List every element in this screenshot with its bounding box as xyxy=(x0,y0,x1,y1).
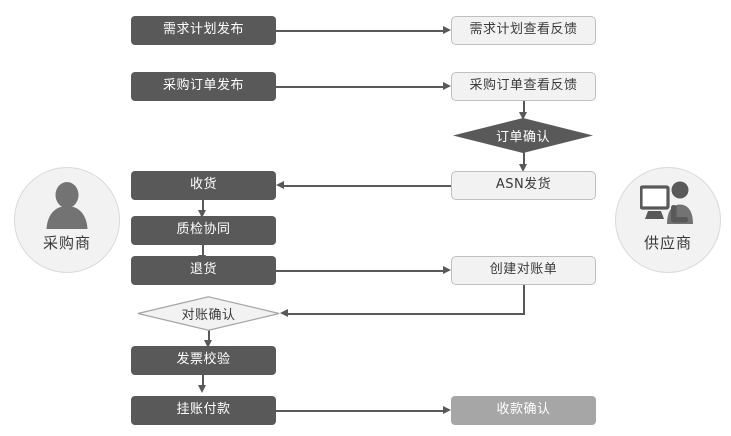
node-quality-inspection[interactable]: 质检协同 xyxy=(131,216,276,245)
node-payment-confirm[interactable]: 收款确认 xyxy=(451,396,596,425)
edge-n11-n12-line xyxy=(208,330,210,342)
node-demand-plan-publish[interactable]: 需求计划发布 xyxy=(131,16,276,45)
node-label: 采购订单查看反馈 xyxy=(469,78,578,94)
actor-supplier[interactable]: 供应商 xyxy=(615,167,721,273)
node-order-confirm[interactable]: 订单确认 xyxy=(453,118,593,153)
edge-n1-n2-arrowhead xyxy=(443,26,451,34)
node-purchase-order-feedback[interactable]: 采购订单查看反馈 xyxy=(451,72,596,101)
node-label: ASN发货 xyxy=(495,177,552,193)
edge-n6-n7-arrowhead xyxy=(276,181,284,189)
edge-n11-n12-arrowhead xyxy=(204,340,212,348)
person-icon xyxy=(44,180,90,230)
person-at-computer-icon xyxy=(640,180,696,230)
edge-n3-n4-arrowhead xyxy=(443,82,451,90)
node-demand-plan-feedback[interactable]: 需求计划查看反馈 xyxy=(451,16,596,45)
edge-n3-n4-line xyxy=(276,86,443,88)
edge-n9-n10-arrowhead xyxy=(443,266,451,274)
edge-n7-n8-arrowhead xyxy=(198,210,206,218)
node-label: 采购订单发布 xyxy=(162,78,244,94)
node-purchase-order-publish[interactable]: 采购订单发布 xyxy=(131,72,276,101)
edge-n5-n6-line xyxy=(523,152,525,166)
diamond-shape xyxy=(137,296,280,331)
node-label: 创建对账单 xyxy=(489,262,558,278)
node-asn-shipment[interactable]: ASN发货 xyxy=(451,171,596,200)
edge-n9-n10-line xyxy=(276,270,443,272)
node-label: 挂账付款 xyxy=(176,402,231,418)
actor-label: 采购商 xyxy=(42,234,91,252)
edge-n12-n13-line xyxy=(202,375,204,387)
edge-n7-n8-line xyxy=(202,200,204,212)
actor-label: 供应商 xyxy=(643,234,692,252)
edge-n4-n5-arrowhead xyxy=(519,112,527,120)
node-label: 退货 xyxy=(189,262,217,278)
node-label: 收款确认 xyxy=(496,402,551,418)
node-label: 对账确认 xyxy=(181,308,236,323)
edge-n10-n11-vline xyxy=(523,284,525,314)
edge-n6-n7-line xyxy=(284,185,451,187)
node-label: 发票校验 xyxy=(176,352,231,368)
node-receive-goods[interactable]: 收货 xyxy=(131,171,276,200)
node-label: 需求计划发布 xyxy=(162,22,244,38)
edge-n1-n2-line xyxy=(276,30,443,32)
node-create-statement[interactable]: 创建对账单 xyxy=(451,256,596,285)
node-return-goods[interactable]: 退货 xyxy=(131,256,276,285)
edge-n10-n11-hline xyxy=(288,313,525,315)
actor-buyer[interactable]: 采购商 xyxy=(14,167,120,273)
edge-n13-n14-line xyxy=(276,410,443,412)
node-label: 收货 xyxy=(189,177,217,193)
node-statement-confirm[interactable]: 对账确认 xyxy=(137,296,280,331)
node-payable-payment[interactable]: 挂账付款 xyxy=(131,396,276,425)
node-label: 质检协同 xyxy=(176,222,231,238)
edge-n5-n6-arrowhead xyxy=(519,164,527,172)
edge-n4-n5-line xyxy=(523,100,525,114)
node-label: 需求计划查看反馈 xyxy=(469,22,578,38)
edge-n8-n9-line xyxy=(202,245,204,257)
edge-n13-n14-arrowhead xyxy=(443,406,451,414)
node-label: 订单确认 xyxy=(495,130,550,145)
edge-n10-n11-arrowhead xyxy=(280,309,288,317)
diamond-shape xyxy=(453,118,593,153)
edge-n12-n13-arrowhead xyxy=(198,385,206,393)
node-invoice-verification[interactable]: 发票校验 xyxy=(131,346,276,375)
